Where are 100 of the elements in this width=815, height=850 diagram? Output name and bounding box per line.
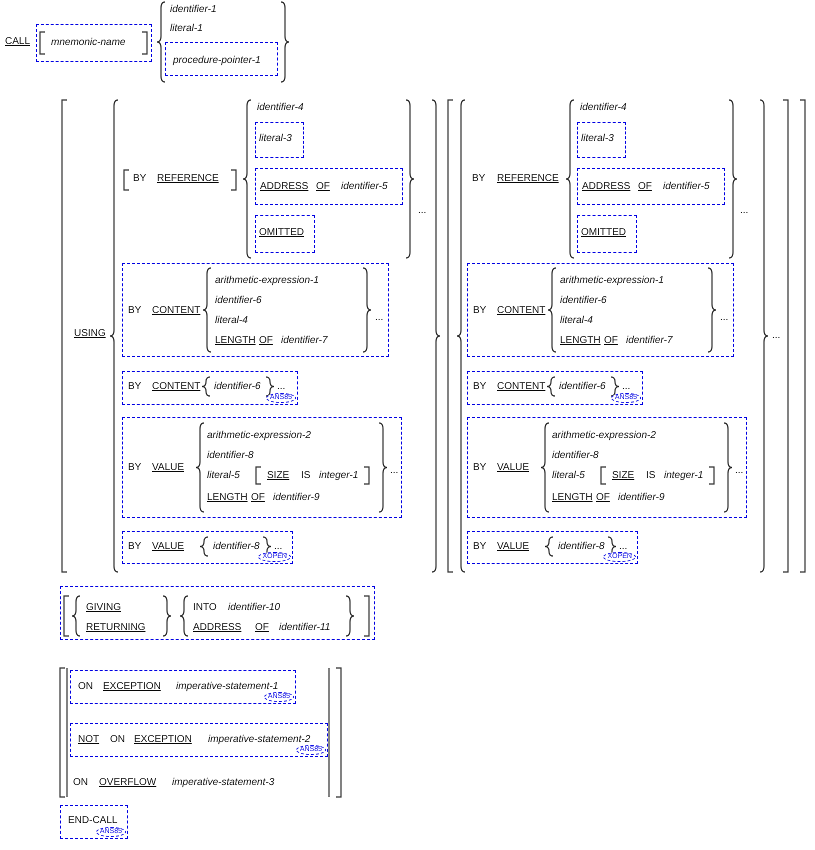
keyword: RETURNING xyxy=(86,621,146,635)
keyword: BY xyxy=(473,540,486,554)
keyword: CONTENT xyxy=(152,380,200,394)
keyword: BY xyxy=(133,172,146,186)
variable-name: identifier-8 xyxy=(207,449,254,463)
variable-name: imperative-statement-3 xyxy=(172,776,274,790)
keyword: OF xyxy=(638,180,652,194)
ellipsis: ... xyxy=(390,464,398,478)
variable-name: literal-4 xyxy=(560,314,593,328)
dashed-frame xyxy=(122,531,293,564)
keyword: BY xyxy=(473,380,486,394)
dashed-frame xyxy=(577,215,637,253)
variable-name: identifier-9 xyxy=(273,491,320,505)
variable-name: identifier-8 xyxy=(552,449,599,463)
ellipsis: ... xyxy=(740,204,748,218)
dashed-frame xyxy=(165,42,278,76)
dashed-frame xyxy=(255,168,403,205)
variable-name: identifier-5 xyxy=(341,180,388,194)
keyword: REFERENCE xyxy=(157,172,219,186)
ellipsis: ... xyxy=(720,311,728,325)
variable-name: identifier-6 xyxy=(214,380,261,394)
keyword: VALUE xyxy=(497,461,530,475)
ellipsis: ... xyxy=(735,464,744,478)
variable-name: literal-1 xyxy=(170,22,203,36)
variable-name: arithmetic-expression-1 xyxy=(560,274,664,288)
keyword: ADDRESS xyxy=(260,180,308,194)
keyword: OF xyxy=(251,491,265,505)
variable-name: identifier-7 xyxy=(626,334,673,348)
variable-name: identifier-8 xyxy=(213,540,260,554)
keyword: EXCEPTION xyxy=(103,680,161,694)
keyword: BY xyxy=(473,461,486,475)
keyword: LENGTH xyxy=(552,491,593,505)
keyword: BY xyxy=(128,540,142,554)
dashed-frame xyxy=(255,122,304,158)
variable-name: identifier-6 xyxy=(560,294,607,308)
variable-name: integer-1 xyxy=(664,469,704,483)
keyword: CONTENT xyxy=(152,304,200,318)
keyword: ON xyxy=(110,733,125,747)
dashed-frame xyxy=(122,263,389,357)
keyword: BY xyxy=(473,304,486,318)
variable-name: identifier-4 xyxy=(580,101,627,115)
keyword: ADDRESS xyxy=(193,621,242,635)
dashed-frame xyxy=(60,586,375,640)
keyword: OVERFLOW xyxy=(99,776,156,790)
variable-name: procedure-pointer-1 xyxy=(173,54,261,68)
keyword: LENGTH xyxy=(207,491,248,505)
variable-name: identifier-6 xyxy=(215,294,262,308)
variable-name: identifier-8 xyxy=(558,540,605,554)
dashed-frame xyxy=(467,417,747,518)
keyword: BY xyxy=(472,172,486,186)
keyword: OMITTED xyxy=(581,226,626,240)
variable-name: literal-3 xyxy=(581,132,614,146)
ellipsis: ... xyxy=(274,540,282,553)
dashed-frame xyxy=(467,371,643,405)
keyword: USING xyxy=(74,327,106,341)
variable-name: integer-1 xyxy=(319,469,358,483)
keyword: GIVING xyxy=(86,601,122,615)
keyword: SIZE xyxy=(612,469,634,483)
keyword: BY xyxy=(128,380,142,394)
keyword: OF xyxy=(316,180,330,194)
keyword: ADDRESS xyxy=(582,180,630,194)
variable-name: arithmetic-expression-1 xyxy=(215,274,319,288)
keyword: VALUE xyxy=(497,540,530,554)
dashed-frame xyxy=(122,417,402,518)
dashed-frame xyxy=(467,531,638,564)
keyword: ON xyxy=(73,776,88,790)
variable-name: literal-5 xyxy=(552,469,585,483)
variable-name: imperative-statement-1 xyxy=(176,680,278,693)
keyword: OF xyxy=(604,334,618,348)
keyword: EXCEPTION xyxy=(134,733,192,747)
dashed-frame xyxy=(60,805,128,839)
keyword: BY xyxy=(128,461,142,475)
keyword: IS xyxy=(646,469,656,483)
variable-name: identifier-4 xyxy=(257,101,304,115)
keyword: END-CALL xyxy=(68,814,118,828)
variable-name: mnemonic-name xyxy=(51,36,126,50)
ellipsis: ... xyxy=(619,540,628,553)
keyword: ON xyxy=(78,680,93,694)
variable-name: literal-3 xyxy=(259,132,292,146)
ellipsis: ... xyxy=(772,329,780,343)
keyword: INTO xyxy=(193,601,217,615)
keyword: VALUE xyxy=(152,540,184,554)
ellipsis: ... xyxy=(277,380,286,394)
variable-name: identifier-9 xyxy=(618,491,665,505)
keyword: VALUE xyxy=(152,461,184,475)
dashed-frame xyxy=(70,670,296,704)
variable-name: identifier-10 xyxy=(228,601,280,615)
keyword: CALL xyxy=(5,35,30,49)
ellipsis: ... xyxy=(418,204,426,218)
variable-name: identifier-6 xyxy=(559,380,606,394)
keyword: NOT xyxy=(78,733,100,747)
keyword: IS xyxy=(301,469,310,483)
keyword: SIZE xyxy=(267,469,290,483)
dashed-frame xyxy=(467,263,734,357)
dashed-frame xyxy=(70,723,328,757)
variable-name: literal-4 xyxy=(215,314,248,328)
keyword: OF xyxy=(259,334,273,348)
variable-name: identifier-11 xyxy=(279,621,330,635)
variable-name: identifier-1 xyxy=(170,3,217,17)
dashed-frame xyxy=(255,215,315,253)
